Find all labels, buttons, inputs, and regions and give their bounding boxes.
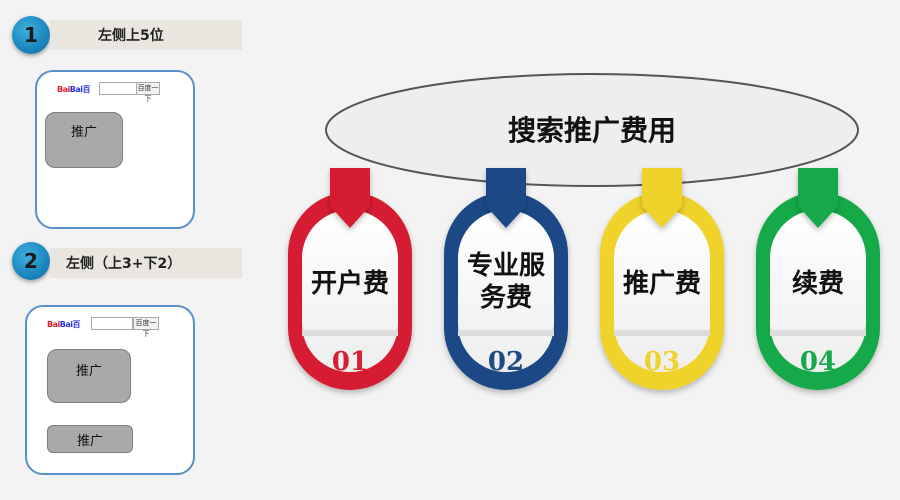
cost-item-label: 推广费 bbox=[623, 269, 701, 299]
ad-block-label: 推广 bbox=[70, 125, 97, 140]
cost-item-number: 03 bbox=[644, 347, 680, 377]
mock-search-button: 百度一下 bbox=[136, 82, 160, 103]
diagram-title: 搜索推广费用 bbox=[508, 114, 676, 147]
step-2-label-bar: 左侧（上3+下2） bbox=[50, 248, 242, 278]
title-ellipse-group: 搜索推广费用 bbox=[325, 73, 859, 187]
cost-item-label: 专业服 bbox=[467, 251, 546, 281]
mock-search-input bbox=[99, 82, 137, 95]
capsule-top-tab bbox=[330, 168, 370, 228]
mock-search-input bbox=[91, 317, 133, 330]
step-1-badge: 1 bbox=[12, 16, 50, 54]
capsule-top-tab bbox=[486, 168, 526, 228]
step-1-label: 左侧上5位 bbox=[98, 28, 164, 44]
cost-item-label: 开户费 bbox=[311, 268, 389, 299]
mock-browser-2: BaiBai百 百度一下 推广 推广 bbox=[25, 305, 195, 475]
step-1-label-bar: 左侧上5位 bbox=[50, 20, 242, 50]
capsule-divider bbox=[458, 330, 554, 336]
capsule-divider bbox=[614, 330, 710, 336]
cost-item-number: 04 bbox=[800, 347, 836, 377]
ad-block-top: 推广 bbox=[47, 349, 131, 403]
cost-item-number: 01 bbox=[332, 347, 368, 377]
ad-block: 推广 bbox=[45, 112, 123, 168]
cost-item-label: 续费 bbox=[792, 268, 844, 299]
step-2-number: 2 bbox=[24, 249, 38, 273]
ad-block-label: 推广 bbox=[75, 364, 102, 379]
title-ellipse bbox=[325, 73, 859, 187]
mock-search-button: 百度一下 bbox=[133, 317, 159, 338]
baidu-logo-text: Bai百 bbox=[59, 320, 81, 329]
cost-item-3: 推广费 03 bbox=[600, 192, 724, 390]
baidu-logo-text: Bai百 bbox=[69, 85, 91, 94]
capsule-divider bbox=[302, 330, 398, 336]
cost-item-1: 开户费 01 bbox=[288, 192, 412, 390]
step-2-badge: 2 bbox=[12, 242, 50, 280]
baidu-logo: BaiBai百 bbox=[47, 320, 81, 329]
cost-item-label: 务费 bbox=[480, 283, 532, 313]
step-1-number: 1 bbox=[24, 23, 38, 47]
cost-item-number: 02 bbox=[488, 347, 524, 377]
step-2-label: 左侧（上3+下2） bbox=[66, 256, 182, 272]
ad-block-bottom: 推广 bbox=[47, 425, 133, 453]
capsule-top-tab bbox=[798, 168, 838, 228]
cost-item-4: 续费 04 bbox=[756, 192, 880, 390]
mock-browser-1: BaiBai百 百度一下 推广 bbox=[35, 70, 195, 229]
capsule-top-tab bbox=[642, 168, 682, 228]
ad-block-label: 推广 bbox=[76, 433, 103, 449]
capsule-divider bbox=[770, 330, 866, 336]
baidu-logo: BaiBai百 bbox=[57, 85, 91, 94]
